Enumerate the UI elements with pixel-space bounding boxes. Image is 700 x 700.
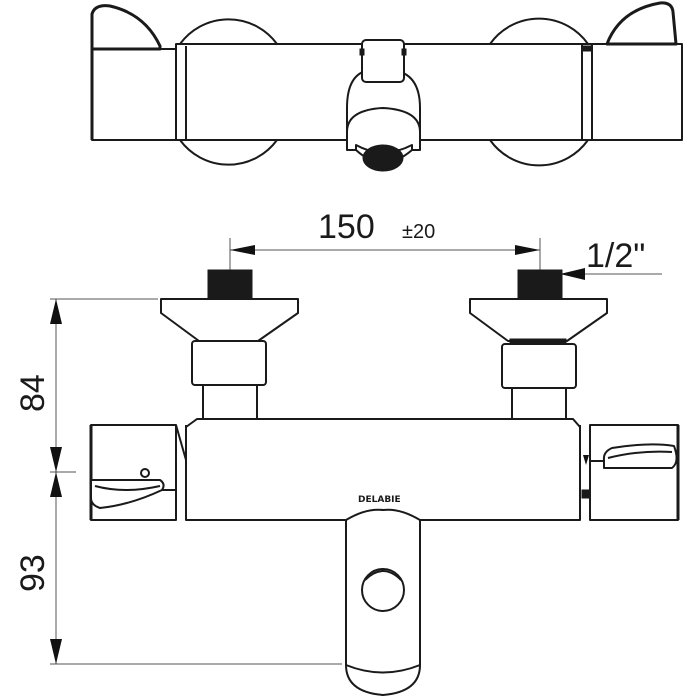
left-nut	[191, 340, 267, 386]
left-thread	[207, 269, 253, 301]
arrow-93-bottom-icon	[50, 639, 62, 664]
spout-front	[345, 508, 421, 696]
right-thread	[517, 269, 563, 301]
right-lever	[602, 443, 678, 469]
front-view: DELABIE	[89, 269, 680, 696]
left-wall-flange-bottom	[179, 139, 278, 166]
right-wall-flange-bottom	[489, 139, 589, 167]
flow-indicator-arrow-icon	[583, 455, 589, 465]
left-handle-block	[91, 48, 177, 141]
spout-top	[346, 39, 421, 172]
left-pipe	[202, 384, 258, 420]
spacing-value: 150	[318, 208, 375, 246]
arrow-93-top-icon	[50, 472, 62, 497]
height-upper-value: 84	[14, 374, 52, 412]
right-pipe	[511, 387, 567, 420]
top-view	[90, 1, 683, 172]
left-indicator-dot	[140, 468, 150, 478]
right-flange	[469, 298, 608, 342]
arrow-thread-icon	[560, 268, 585, 280]
arrow-84-top-icon	[50, 299, 62, 324]
right-handle	[589, 424, 679, 521]
spacing-tolerance: ±20	[402, 221, 435, 243]
right-nut	[501, 343, 577, 389]
spout-outlet	[361, 568, 405, 612]
right-handle-lever	[605, 1, 678, 46]
right-handle-block	[591, 43, 683, 141]
right-wall-flange	[489, 17, 589, 45]
brand-label: DELABIE	[358, 495, 401, 505]
height-lower-value: 93	[14, 554, 52, 592]
arrow-84-bottom-icon	[50, 447, 62, 472]
dimension-spacing: 150 ±20	[229, 208, 541, 270]
dimension-heights: 84 93	[14, 298, 342, 665]
left-wall-flange	[179, 18, 278, 45]
arrow-right-icon	[515, 245, 540, 255]
thread-value: 1/2"	[586, 237, 645, 275]
left-lever	[90, 479, 165, 509]
arrow-left-icon	[230, 245, 255, 255]
left-flange	[160, 298, 299, 342]
left-handle-lever	[90, 4, 162, 51]
dimension-thread: 1/2"	[560, 237, 662, 280]
